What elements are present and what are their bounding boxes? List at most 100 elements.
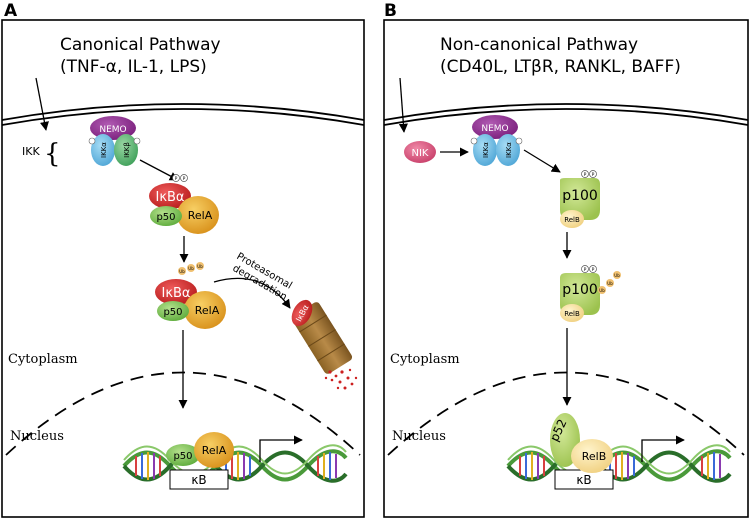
ub-circle (598, 286, 606, 294)
arrow-to-proteasome (213, 277, 291, 309)
cytoplasm-label: Cytoplasm (8, 352, 78, 367)
phospho-p-circle (172, 174, 180, 182)
rela-label: RelA (195, 304, 220, 317)
phospho-dot (515, 137, 523, 145)
phospho-p-text: P (592, 267, 595, 273)
ikka-label: IKKα (100, 142, 108, 158)
ikba-protein (155, 279, 197, 305)
ikba-protein (149, 183, 191, 209)
p100-label: p100 (562, 282, 598, 298)
phospho-p-text: P (584, 267, 587, 273)
phospho-dot (133, 137, 141, 145)
membrane-inner-line (1, 108, 365, 126)
ikka-protein (496, 134, 520, 166)
p50-label: p50 (173, 451, 192, 462)
ub-text: Ub (197, 264, 203, 269)
rela-protein (194, 432, 234, 468)
ub-text: Ub (599, 288, 605, 293)
relb-label: RelB (564, 216, 580, 224)
ikba-label: IκBα (162, 286, 191, 301)
p50-label: p50 (156, 212, 175, 223)
panel-b-letter: B (384, 1, 397, 21)
ikka-protein (473, 134, 497, 166)
ikka-protein (91, 134, 115, 166)
panel-b: B Non-canonical Pathway (CD40L, LTβR, RA… (383, 1, 749, 518)
phospho-dot (88, 137, 96, 145)
ikkb-protein (114, 134, 138, 166)
rela-protein (177, 196, 219, 234)
phospho-p-circle (581, 170, 589, 178)
ub-circle (178, 267, 186, 275)
phospho-p-circle (581, 265, 589, 273)
nucleus-label: Nucleus (392, 429, 446, 444)
ub-text: Ub (614, 273, 620, 278)
phospho-p-circle (589, 170, 597, 178)
panel-a-title-line1: Canonical Pathway (60, 35, 221, 55)
relb-protein (571, 439, 613, 473)
signal-arrow (398, 77, 408, 133)
ub-text: Ub (607, 281, 613, 286)
degraded-fragments (324, 368, 358, 390)
nik-protein (404, 141, 436, 163)
ikka-label: IKKα (482, 142, 490, 158)
p50-label: p50 (163, 307, 182, 318)
phospho-dot (470, 137, 478, 145)
nemo-protein (472, 115, 518, 139)
rela-label: RelA (188, 209, 213, 222)
p100-protein (560, 178, 600, 220)
nemo-protein (90, 116, 136, 140)
nemo-label: NEMO (481, 124, 508, 134)
nucleus-label: Nucleus (10, 429, 64, 444)
kb-site-label: κB (576, 473, 591, 487)
p50-protein (166, 444, 200, 466)
relb-protein (560, 210, 584, 228)
panel-b-title-line1: Non-canonical Pathway (440, 35, 638, 55)
panel-b-frame (383, 19, 749, 518)
dna-helix (122, 444, 348, 483)
kb-site-label: κB (191, 473, 206, 487)
transcription-arrow (641, 435, 685, 462)
rela-label: RelA (202, 444, 227, 457)
ikkb-label: IKKβ (123, 142, 131, 158)
ub-circle (187, 264, 195, 272)
panel-b-title-line2: (CD40L, LTβR, RANKL, BAFF) (440, 57, 681, 77)
p100-label: p100 (562, 188, 598, 204)
ub-circle (606, 279, 614, 287)
phospho-p-text: P (592, 172, 595, 178)
ikk-label: IKK (22, 145, 40, 158)
p50-protein (157, 301, 189, 321)
phospho-p-text: P (175, 176, 178, 182)
relb-label: RelB (564, 310, 580, 318)
panel-a-letter: A (4, 1, 18, 21)
nik-label: NIK (412, 148, 429, 159)
signal-arrow (35, 77, 49, 131)
arrow-ikk-to-p100 (523, 149, 561, 173)
rela-protein (184, 291, 226, 329)
membrane-inner-line (383, 108, 749, 126)
ub-text: Ub (179, 269, 185, 274)
relb-label: RelB (582, 450, 607, 463)
relb-protein (560, 304, 584, 322)
ikk-brace: { (44, 139, 61, 169)
arrow-ikk-to-ikba (139, 159, 179, 181)
ub-circle (196, 262, 204, 270)
ikba-label: IκBα (156, 190, 185, 205)
ikba-entering-proteasome: IκBα (291, 299, 313, 327)
membrane-outer-line (1, 103, 365, 121)
phospho-p-circle (589, 265, 597, 273)
ikka-label: IKKα (505, 142, 513, 158)
ub-text: Ub (188, 266, 194, 271)
phospho-p-circle (180, 174, 188, 182)
cytoplasm-label: Cytoplasm (390, 352, 460, 367)
p50-protein (150, 206, 182, 226)
panel-a: A Canonical Pathway (TNF-α, IL-1, LPS) I… (1, 1, 365, 518)
panel-a-frame (1, 19, 365, 518)
phospho-p-text: P (183, 176, 186, 182)
ub-circle (613, 271, 621, 279)
dna-helix (506, 444, 732, 483)
kb-site-box (169, 469, 229, 490)
phospho-p-text: P (584, 172, 587, 178)
panel-a-title-line2: (TNF-α, IL-1, LPS) (60, 57, 207, 77)
membrane-outer-line (383, 103, 749, 121)
